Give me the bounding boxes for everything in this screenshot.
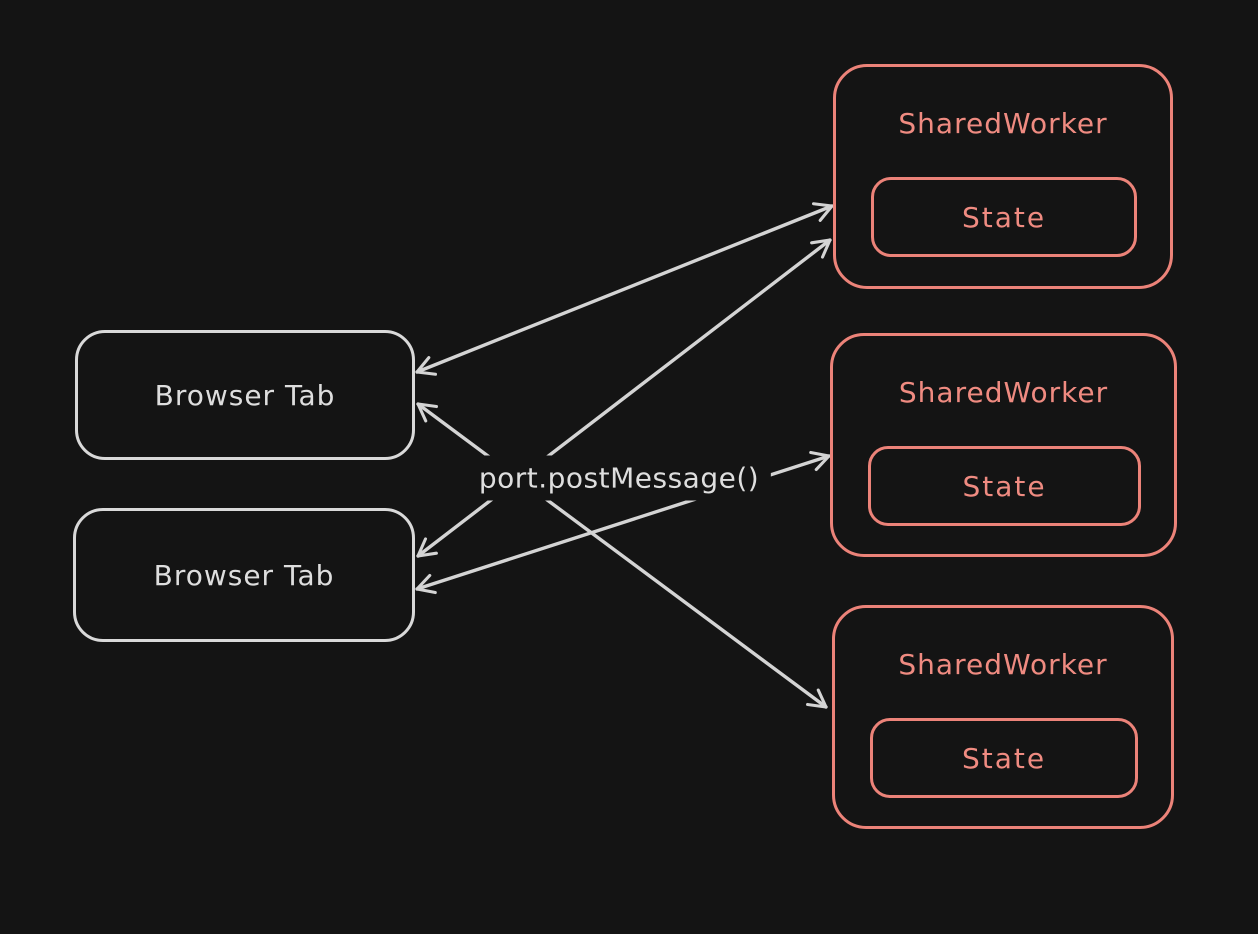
shared-worker-2-label: SharedWorker [898, 375, 1109, 409]
arrow-browser-tab-1-shared-worker-3 [416, 402, 828, 709]
shared-worker-1-state-label: State [961, 200, 1047, 234]
shared-worker-1-state-node: State [871, 177, 1137, 257]
arrow-browser-tab-1-shared-worker-1 [415, 202, 834, 376]
browser-tab-1-label: Browser Tab [154, 378, 336, 412]
shared-worker-3-node: SharedWorker State [832, 605, 1174, 829]
shared-worker-1-label: SharedWorker [898, 106, 1108, 140]
browser-tab-2-node: Browser Tab [73, 508, 415, 642]
browser-tab-2-label: Browser Tab [153, 558, 335, 592]
shared-worker-3-label: SharedWorker [898, 647, 1108, 681]
shared-worker-2-state-label: State [962, 469, 1047, 503]
shared-worker-2-node: SharedWorker State [830, 333, 1177, 557]
port-postmessage-label: port.postMessage() [466, 455, 772, 501]
shared-worker-1-node: SharedWorker State [833, 64, 1173, 289]
shared-worker-3-state-label: State [961, 741, 1047, 775]
browser-tab-1-node: Browser Tab [75, 330, 415, 460]
shared-worker-2-state-node: State [868, 446, 1141, 526]
shared-worker-3-state-node: State [870, 718, 1138, 798]
